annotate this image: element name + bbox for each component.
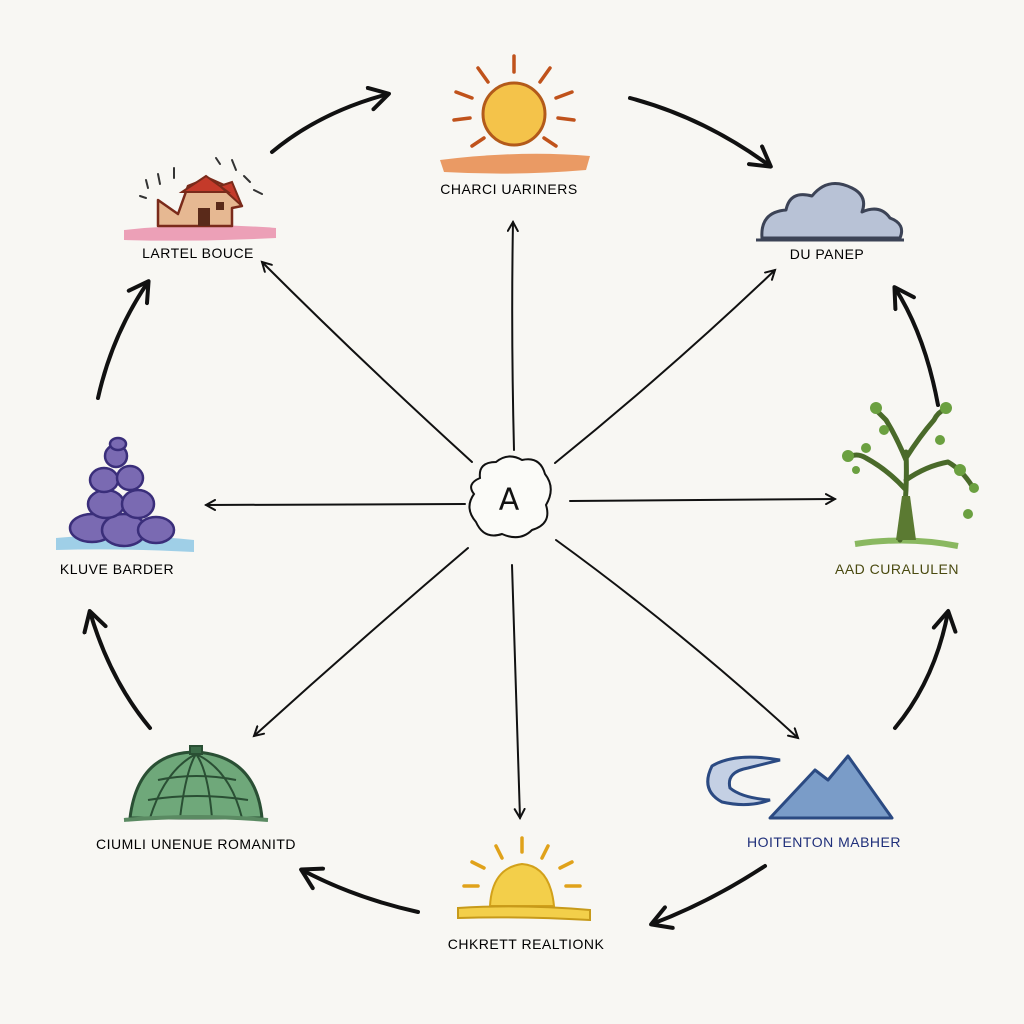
cycle-arrow-mountain-to-tree [893,609,958,730]
node-label-mountain: HOITENTON MABHER [747,834,901,850]
cycle-arrow-dome-to-rocks [82,609,152,730]
node-label-cloud: DU PANEP [789,246,865,262]
node-label-house: LARTEL BOUCE [142,245,254,261]
rock-pile-icon [56,436,194,552]
cycle-arrow-mountain-to-sun-bottom [649,864,767,930]
node-label-dome: CIUMLI UNENUE ROMANITD [95,836,297,852]
house-icon [124,157,276,241]
center-node [468,455,552,539]
cycle-arrow-house-to-sun [270,85,391,154]
radial-arrow-left [206,504,466,505]
center-label: A [498,482,520,518]
cycle-arrow-rocks-to-house [96,279,151,400]
radial-arrow-down-right [555,539,798,738]
node-label-sun-bottom: CHKRETT REALTIONK [447,936,605,952]
dome-icon [123,745,269,822]
radial-arrows [206,222,835,818]
tree-icon [842,402,979,549]
mountain-wave-icon [706,754,894,820]
center-bubble [468,455,552,539]
rising-sun-icon [440,54,590,174]
cloud-icon [756,182,904,242]
radial-arrow-up-right [554,270,775,464]
radial-arrow-up [512,222,514,451]
cycle-arrow-sun-bottom-to-dome [299,866,420,914]
radial-arrow-down-left [254,547,469,736]
node-label-tree: AAD CURALULEN [835,561,959,577]
cycle-arrows [82,85,958,930]
node-label-rocks: KLUVE BARDER [59,561,175,577]
cycle-arrow-sun-to-cloud [628,96,773,169]
setting-sun-icon [457,836,591,922]
cycle-arrow-tree-to-cloud [892,285,940,407]
radial-arrow-right [569,499,835,501]
radial-arrow-up-left [262,262,473,463]
radial-arrow-down [511,564,520,818]
node-label-sun-top: CHARCI UARINERS [440,181,578,197]
